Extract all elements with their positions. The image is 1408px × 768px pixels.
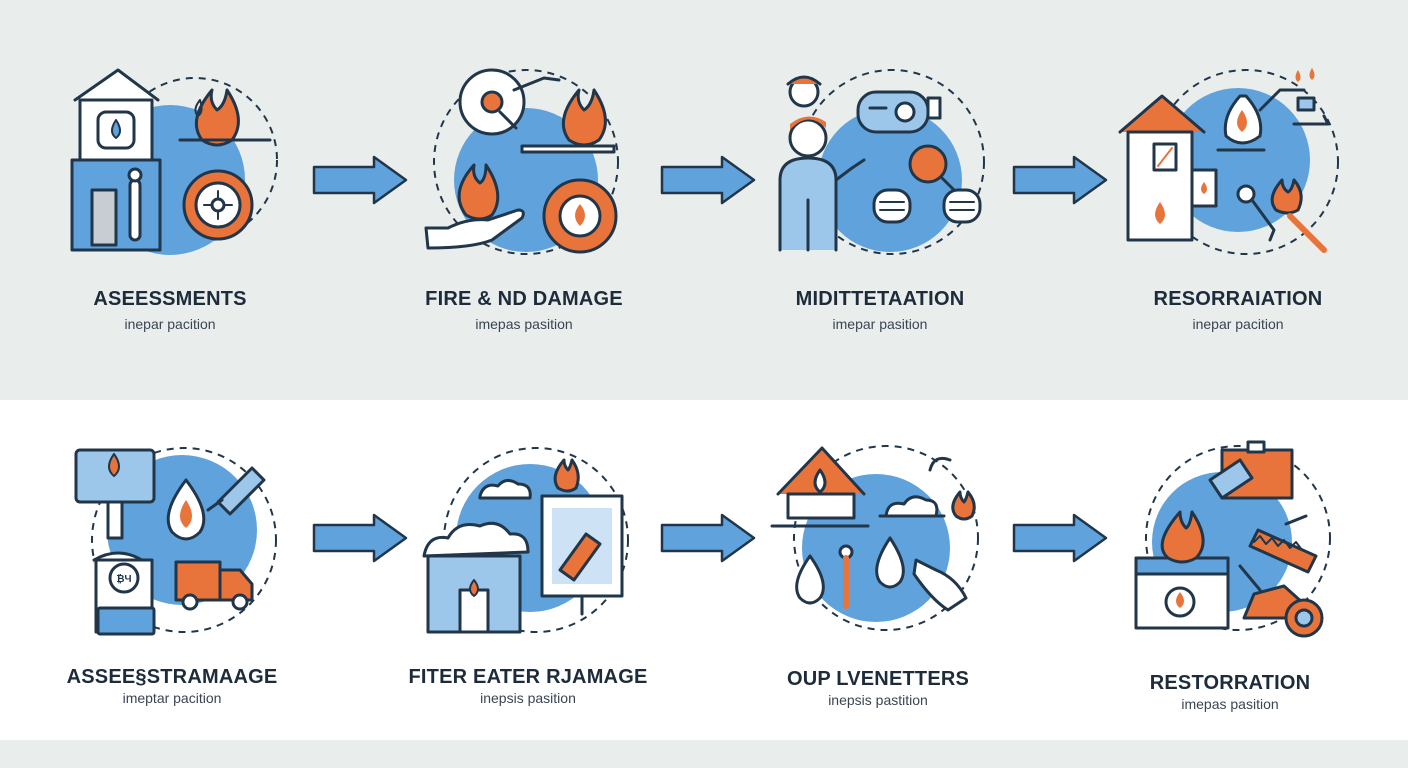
- step-subtitle: imepas pasition: [1181, 696, 1279, 712]
- fire-damage-illustration: [424, 68, 619, 255]
- step-title: FITER EATER RJAMAGE: [408, 666, 648, 688]
- step-title: ASEESSMENTS: [93, 288, 247, 310]
- step-mitigation: MIDITTETAATION imepar pasition: [760, 50, 1000, 350]
- house-icon: [1118, 94, 1218, 242]
- step-fire-damage: FIRE & ND DAMAGE imepas pasition: [404, 50, 644, 350]
- step-subtitle: imepas pasition: [475, 316, 573, 332]
- step-subtitle: imeptar pacition: [122, 690, 222, 706]
- step-title: RESTORRATION: [1149, 672, 1311, 694]
- step-title: RESORRAIATION: [1153, 288, 1323, 310]
- house-icon: [422, 521, 530, 634]
- hand-icon: [424, 163, 525, 250]
- pipe-icon: [206, 466, 266, 516]
- frame-icon: [540, 494, 624, 616]
- droplet-icon: [166, 478, 206, 541]
- step-title: MIDITTETAATION: [795, 288, 965, 310]
- cloud-icon: [878, 456, 976, 521]
- truck-icon: [174, 560, 254, 611]
- restoration-final-illustration: [1134, 440, 1331, 638]
- step-subtitle: inepar pacition: [1192, 316, 1284, 332]
- arrow-5-6: [312, 513, 408, 563]
- house-icon: [770, 446, 870, 528]
- water-damage-illustration: [422, 447, 629, 634]
- flame-icon: [1160, 510, 1205, 564]
- step-assessments: ASEESSMENTS inepar pacition: [50, 50, 290, 350]
- assessment-damage-illustration: ₿Ч: [74, 447, 277, 636]
- arrow-3-4: [1012, 155, 1108, 205]
- droplet-icon: [795, 536, 905, 609]
- flame-icon: [178, 88, 272, 147]
- step-restoration-final: RESTORRATION imepas pasition: [1110, 430, 1350, 730]
- gear-icon: [182, 169, 254, 241]
- arrow-2-3: [660, 155, 756, 205]
- step-restoration: RESORRAIATION inepar pacition: [1118, 50, 1358, 350]
- outlet-venting-illustration: [770, 445, 979, 631]
- restoration-illustration: [1118, 68, 1339, 255]
- arrow-7-8: [1012, 513, 1108, 563]
- house-badge-glyph: ₿Ч: [116, 573, 131, 585]
- mitigation-illustration: [778, 69, 985, 255]
- flame-icon: [553, 458, 580, 493]
- saw-icon: [1248, 514, 1318, 574]
- step-title: ASSEE§STRAMAAGE: [66, 666, 278, 688]
- gauge-icon: [458, 68, 561, 136]
- step-title: OUP LVENETTERS: [786, 668, 970, 690]
- hand-icon: [912, 558, 968, 612]
- step-subtitle: inepsis pastition: [828, 692, 928, 708]
- step-title: FIRE & ND DAMAGE: [425, 288, 623, 310]
- dashed-ring: [112, 77, 278, 243]
- wrench-icon: [1236, 178, 1327, 253]
- step-subtitle: imepar pasition: [832, 316, 928, 332]
- house-icon: [70, 68, 162, 252]
- magnifier-icon: [908, 144, 956, 192]
- droplet-icon: [1295, 68, 1315, 82]
- worker-icon: [778, 75, 866, 252]
- mask-icon: [872, 188, 982, 224]
- step-outlet-venting: OUP LVENETTERS inepsis pastition: [758, 430, 998, 730]
- arrow-1-2: [312, 155, 408, 205]
- arrow-6-7: [660, 513, 756, 563]
- cloud-icon: [478, 479, 532, 500]
- house-icon: ₿Ч: [92, 551, 156, 636]
- step-filter-water-damage: FITER EATER RJAMAGE inepsis pasition: [408, 430, 648, 730]
- gear-icon: [542, 178, 618, 254]
- step-subtitle: inepsis pasition: [480, 690, 576, 706]
- tractor-icon: [1238, 564, 1324, 638]
- thermometer-icon: [127, 167, 143, 242]
- bottom-band: [0, 740, 1408, 768]
- step-assessment-damage: ₿Ч ASSEE§STRAMAAGE imeptar pacition: [52, 430, 292, 730]
- step-subtitle: inepar pacition: [124, 316, 216, 332]
- sign-icon: [74, 448, 156, 540]
- assessment-illustration: [70, 68, 278, 255]
- flame-icon: [520, 88, 616, 154]
- faucet-icon: [1216, 88, 1330, 152]
- chat-bubble-icon: [856, 90, 942, 134]
